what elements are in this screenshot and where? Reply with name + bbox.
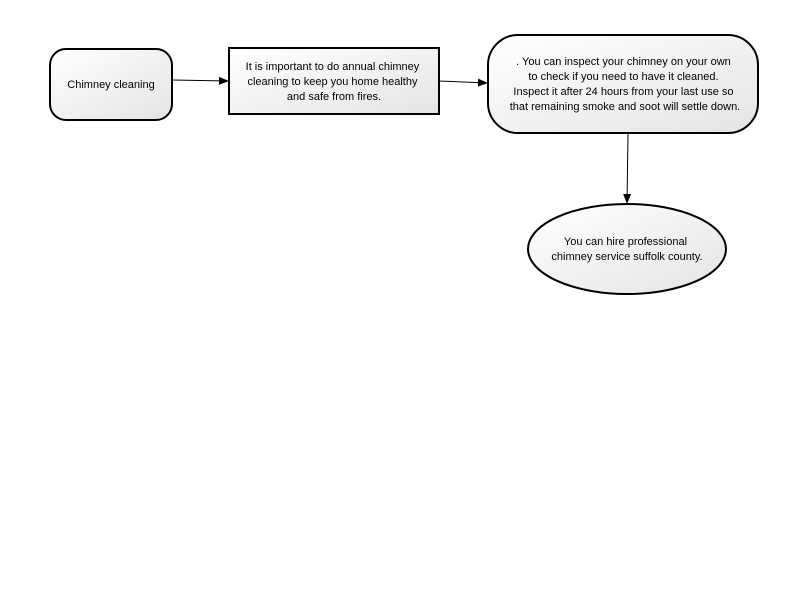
node-text: You can hire professional chimney servic…: [551, 236, 702, 263]
connector-n1-n2: [171, 76, 230, 85]
connector-n3-n4: [623, 132, 632, 205]
node-text: . You can inspect your chimney on your o…: [510, 56, 741, 113]
node-line: Inspect it after 24 hours from your last…: [513, 86, 733, 98]
node-line: . You can inspect your chimney on your o…: [516, 56, 731, 68]
node-shape: [487, 34, 759, 134]
node-line: Chimney cleaning: [67, 79, 154, 91]
node-line: and safe from fires.: [287, 91, 381, 103]
node-line: It is important to do annual chimney: [246, 61, 420, 73]
node-text: It is important to do annual chimney cle…: [246, 61, 423, 103]
node-hire-professional[interactable]: You can hire professional chimney servic…: [527, 203, 727, 295]
node-line: You can hire professional: [564, 236, 687, 248]
node-shape: [527, 203, 727, 295]
node-line: chimney service suffolk county.: [551, 251, 702, 263]
node-annual-cleaning[interactable]: It is important to do annual chimney cle…: [228, 47, 440, 115]
node-shape: [49, 48, 173, 121]
node-line: to check if you need to have it cleaned.: [528, 71, 718, 83]
node-inspect-chimney[interactable]: . You can inspect your chimney on your o…: [487, 34, 759, 134]
node-shape: [228, 47, 440, 115]
node-text: Chimney cleaning: [67, 79, 154, 91]
node-line: that remaining smoke and soot will settl…: [510, 101, 741, 113]
node-line: cleaning to keep you home healthy: [247, 76, 418, 88]
node-chimney-cleaning[interactable]: Chimney cleaning: [49, 48, 173, 121]
connector-n2-n3: [438, 78, 489, 87]
